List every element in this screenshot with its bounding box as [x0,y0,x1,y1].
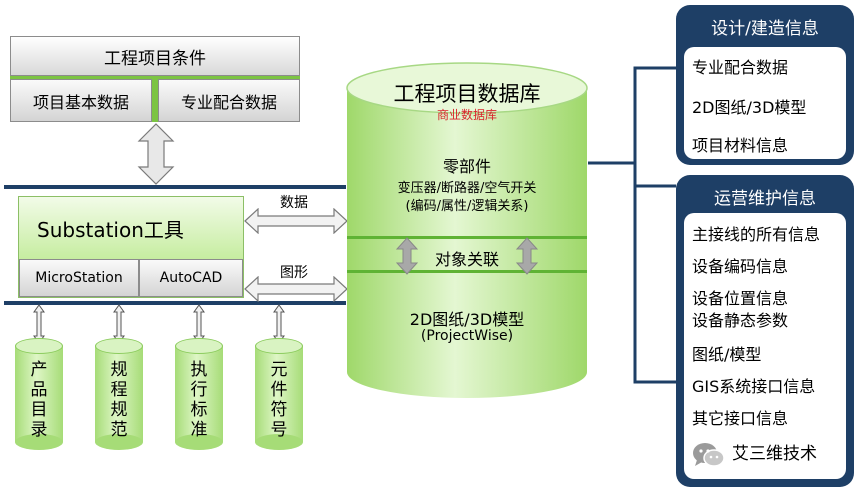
graphic-flow-label: 图形 [280,265,308,281]
cylinder-product-catalog-label: 产品目录 [30,360,48,440]
model-title: 2D图纸/3D模型 [409,310,525,329]
ops-item: 主接线的所有信息 [692,225,821,244]
design-info-list: 专业配合数据 2D图纸/3D模型 项目材料信息 [684,47,846,159]
ops-item: 其它接口信息 [692,409,789,428]
substation-tool-box: Substation工具 MicroStation AutoCAD [18,196,244,298]
project-conditions-box: 工程项目条件 项目基本数据 专业配合数据 [10,36,300,122]
database-subtitle: 商业数据库 [436,108,497,122]
cylinder-standards: 执行标准 [175,338,223,450]
design-item: 专业配合数据 [692,58,789,77]
association-title: 对象关联 [434,250,499,269]
project-conditions-title: 工程项目条件 [10,36,300,76]
database-title: 工程项目数据库 [393,82,541,106]
ops-item: 设备静态参数 [692,311,789,330]
ops-item: 图纸/模型 [692,345,762,364]
ops-info-list: 主接线的所有信息 设备编码信息 设备位置信息 设备静态参数 图纸/模型 GIS系… [684,213,846,479]
top-bus-line [4,185,346,189]
professional-data-cell: 专业配合数据 [158,79,300,122]
microstation-cell: MicroStation [19,259,139,297]
design-item: 2D图纸/3D模型 [692,98,807,117]
cylinder-regulations-label: 规程规范 [110,360,128,440]
data-flow-label: 数据 [280,195,308,211]
ops-info-title: 运营维护信息 [714,189,816,209]
bracket-connectors [588,66,676,384]
design-info-panel: 设计/建造信息 专业配合数据 2D图纸/3D模型 项目材料信息 [676,5,854,165]
projectwise-label: (ProjectWise) [420,328,514,344]
association-arrow-left [396,237,418,275]
cylinder-standards-label: 执行标准 [190,360,208,440]
project-basic-data-cell: 项目基本数据 [10,79,152,122]
bottom-bus-line [4,301,346,305]
ops-item: 设备位置信息 [692,289,789,308]
parts-line2: (编码/属性/逻辑关系) [405,199,529,214]
cylinder-symbols-label: 元件符号 [270,360,288,440]
graphic-flow-arrow [244,276,348,302]
cylinder-product-catalog: 产品目录 [15,338,63,450]
cylinder-symbols: 元件符号 [255,338,303,450]
wechat-icon [693,443,725,467]
parts-line1: 变压器/断路器/空气开关 [397,181,537,196]
design-info-title: 设计/建造信息 [711,19,819,39]
cylinder-regulations: 规程规范 [95,338,143,450]
ops-item: GIS系统接口信息 [692,377,816,396]
substation-tool-title: Substation工具 [19,197,243,259]
conditions-double-arrow [137,123,175,185]
brand-label: 艾三维技术 [732,444,817,464]
green-divider [10,76,300,79]
data-flow-arrow [244,208,348,234]
design-item: 项目材料信息 [692,136,789,155]
ops-info-panel: 运营维护信息 主接线的所有信息 设备编码信息 设备位置信息 设备静态参数 图纸/… [676,175,854,487]
database-cylinder [346,62,588,398]
cell-divider [152,79,158,122]
autocad-cell: AutoCAD [139,259,243,297]
parts-title: 零部件 [442,157,491,176]
ops-item: 设备编码信息 [692,257,789,276]
association-arrow-right [516,237,538,275]
